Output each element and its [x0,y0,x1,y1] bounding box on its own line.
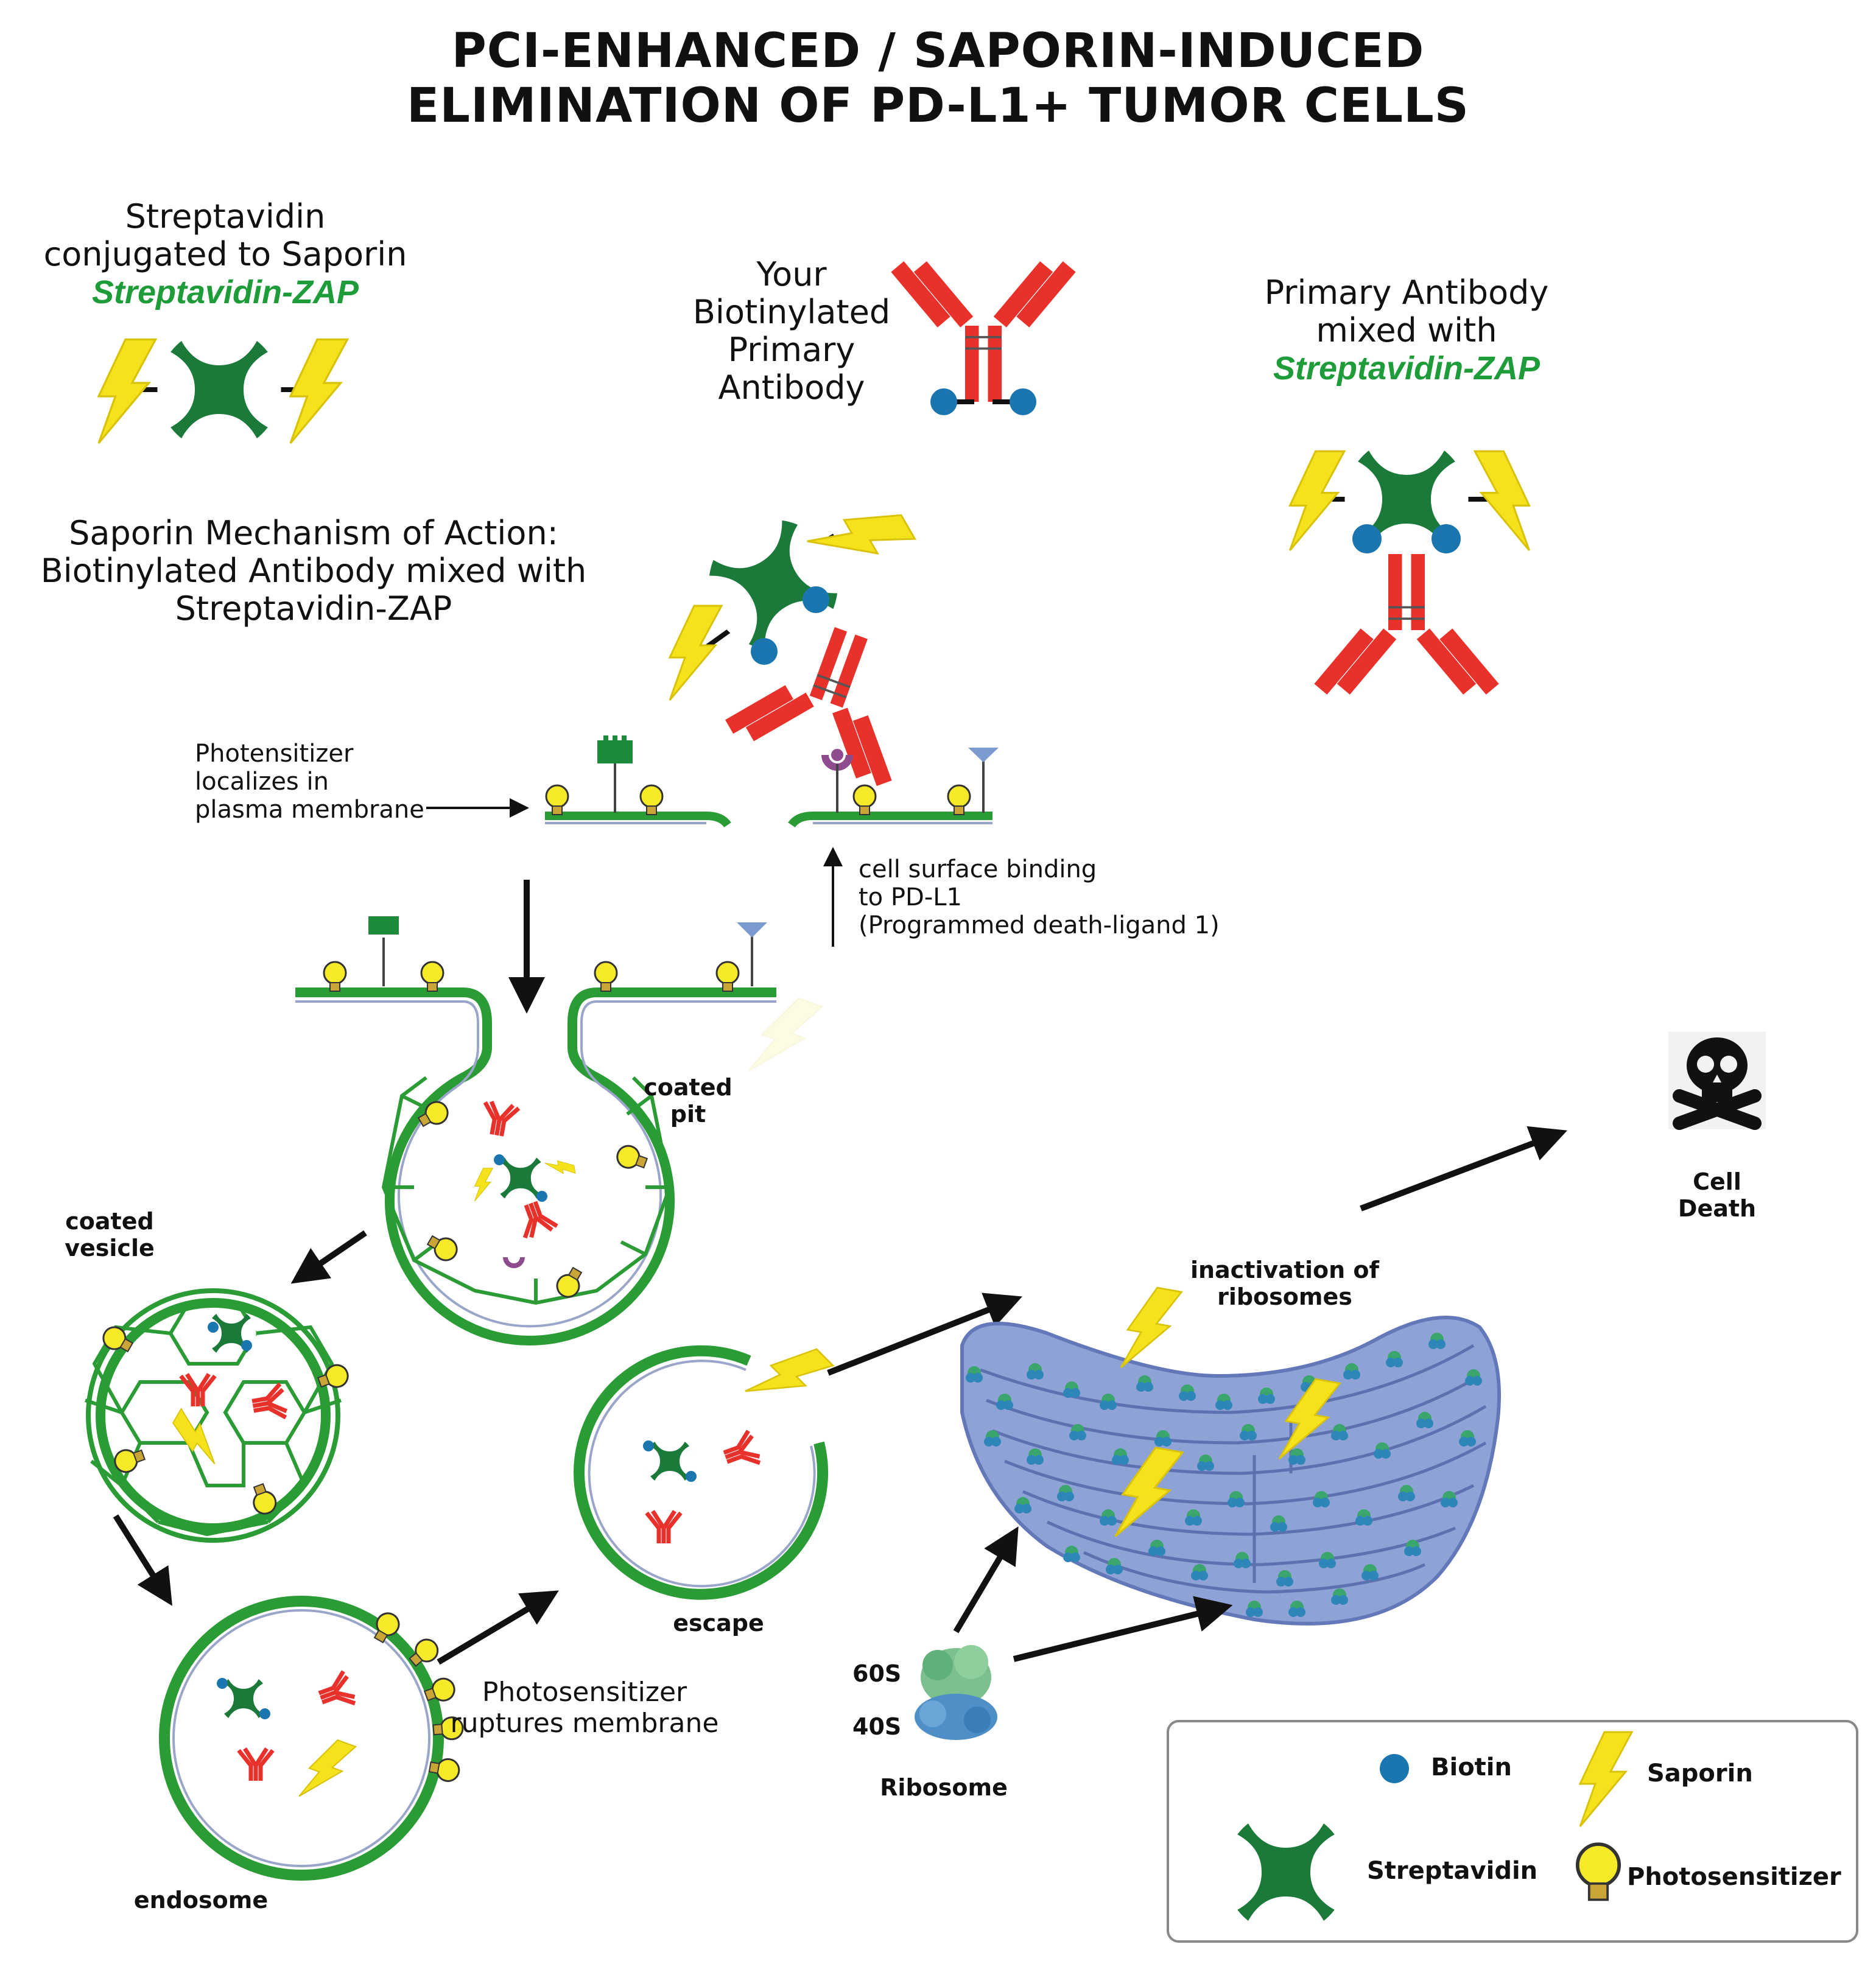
arrow-to-vesicle [290,1230,367,1284]
coated-vesicle [85,1288,352,1543]
coated-pit-label-2: pit [670,1100,706,1128]
bind-line-3: (Programmed death-ligand 1) [859,911,1220,939]
photosensitizer-note: Photensitizer localizes in plasma membra… [195,740,424,824]
ab-line-3: Primary [728,331,855,370]
inactivation-line-1: inactivation of [1190,1257,1380,1283]
ps-line-1: Photensitizer [195,740,354,768]
ab-line-2: Biotinylated [692,293,891,332]
escape-label: escape [673,1610,764,1637]
skull-crossbones-icon [1668,1032,1766,1130]
mech-line-2: Biotinylated Antibody mixed with [40,552,587,591]
mixed-line-1: Primary Antibody [1264,273,1549,312]
arrow-ribosome-1 [953,1526,1019,1633]
arrow-to-endosome [113,1514,172,1606]
endoplasmic-reticulum [960,1283,1501,1626]
faint-bolt-icon [748,989,823,1087]
arrow-ribosome-2 [1013,1596,1233,1662]
title-line-2: ELIMINATION OF PD-L1+ TUMOR CELLS [407,78,1469,133]
inactivation-line-2: ribosomes [1217,1283,1352,1310]
cell-death-line-2: Death [1678,1194,1757,1222]
coated-pit-label: coated pit [627,1074,749,1128]
streptavidin-zap-icon [97,338,349,444]
page-title: PCI-ENHANCED / SAPORIN-INDUCED ELIMINATI… [0,24,1876,133]
cell-death-label: Cell Death [1656,1168,1778,1222]
ab-line-4: Antibody [718,368,865,407]
escape-vesicle [574,1333,834,1600]
ribosome-40s-label: 40S [852,1713,902,1740]
legend-biotin-icon [1380,1754,1409,1783]
ribosome-icon [915,1645,997,1740]
cell-death-line-1: Cell [1693,1168,1741,1195]
legend-photosensitizer-label: Photosensitizer [1627,1863,1841,1891]
ps-line-2: localizes in [195,768,329,796]
bind-line-2: to PD-L1 [859,883,962,911]
arrow-to-cell-death [1360,1126,1568,1212]
bound-complex-icon [669,493,936,791]
mech-line-1: Saporin Mechanism of Action: [69,514,558,552]
mixed-line-2: mixed with [1316,311,1497,350]
legend-box [1167,1720,1858,1943]
strep-line-1: Streptavidin [125,197,326,236]
coated-vesicle-label-2: vesicle [65,1234,155,1261]
arrow-to-escape [437,1590,559,1665]
coated-pit-label-1: coated [644,1074,732,1101]
coated-pit [295,916,776,1345]
bind-line-1: cell surface binding [859,855,1097,883]
strep-line-2: conjugated to Saporin [43,235,407,274]
antibody-complex-icon [1288,450,1531,696]
coated-vesicle-label-1: coated [65,1208,154,1235]
endosome-label: endosome [133,1887,269,1914]
arrow-to-er [827,1293,1022,1376]
inactivation-label: inactivation of ribosomes [1163,1257,1407,1310]
plasma-membrane [545,735,999,828]
ribosome-label: Ribosome [880,1774,1008,1801]
mechanism-heading: Saporin Mechanism of Action: Biotinylate… [6,514,621,628]
rupture-note: Photosensitizer ruptures membrane [438,1677,731,1739]
legend-saporin-label: Saporin [1647,1759,1753,1787]
strep-product: Streptavidin-ZAP [91,274,359,311]
biotinylated-antibody-icon [890,260,1077,415]
ab-line-1: Your [756,255,827,293]
mech-line-3: Streptavidin-ZAP [175,589,452,628]
rupture-line-2: ruptures membrane [450,1707,719,1739]
ribosome-60s-label: 60S [852,1660,902,1687]
ps-line-3: plasma membrane [195,796,424,824]
endosome [159,1596,465,1881]
coated-vesicle-label: coated vesicle [49,1208,170,1261]
legend-streptavidin-label: Streptavidin [1367,1857,1538,1885]
antibody-panel-caption: Your Biotinylated Primary Antibody [670,255,913,407]
title-line-1: PCI-ENHANCED / SAPORIN-INDUCED [451,24,1425,79]
mixed-panel-caption: Primary Antibody mixed with Streptavidin… [1206,273,1607,387]
binding-note: cell surface binding to PD-L1 (Programme… [859,855,1220,939]
mixed-product: Streptavidin-ZAP [1273,350,1540,387]
streptavidin-panel-caption: Streptavidin conjugated to Saporin Strep… [12,197,438,311]
legend-biotin-label: Biotin [1431,1753,1512,1781]
rupture-line-1: Photosensitizer [482,1677,687,1708]
